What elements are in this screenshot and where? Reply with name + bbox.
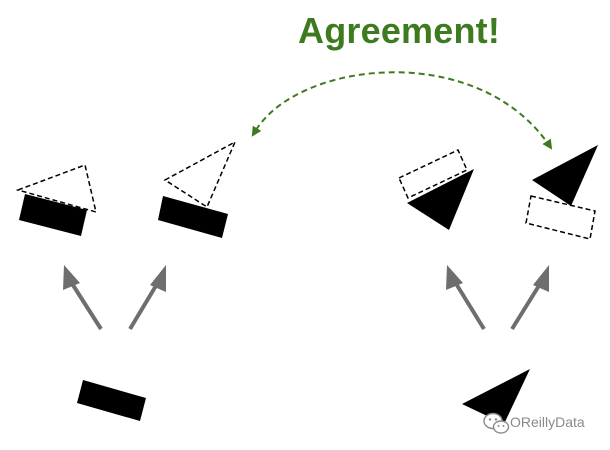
right-vote-arrow-1 [446, 265, 486, 331]
title: Agreement! [298, 10, 500, 51]
wechat-icon [483, 412, 510, 434]
right-candidate-2 [525, 145, 598, 240]
left-candidate-1 [15, 163, 98, 236]
left-candidate-1-solid-rectangle [19, 194, 87, 236]
right-source-triangle [462, 369, 530, 424]
left-source-rectangle [77, 380, 146, 421]
left-candidate-1-dashed-triangle [15, 163, 98, 214]
right-group [398, 145, 598, 424]
right-candidate-1 [398, 148, 474, 230]
left-vote-arrow-1 [63, 265, 103, 331]
agreement-arrow [251, 71, 553, 150]
right-candidate-2-solid-triangle [532, 145, 598, 206]
left-vote-arrow-2 [128, 265, 166, 331]
watermark-text: OReillyData [510, 414, 585, 430]
left-candidate-2 [158, 140, 237, 238]
left-group [15, 140, 237, 421]
right-vote-arrow-2 [510, 265, 549, 331]
right-candidate-1-dashed-rectangle [398, 148, 468, 200]
right-candidate-2-dashed-rectangle [525, 195, 596, 240]
watermark: OReillyData [483, 412, 585, 434]
left-candidate-2-solid-rectangle [158, 196, 228, 238]
left-candidate-2-dashed-triangle [163, 140, 237, 209]
right-candidate-1-solid-triangle [407, 169, 474, 230]
